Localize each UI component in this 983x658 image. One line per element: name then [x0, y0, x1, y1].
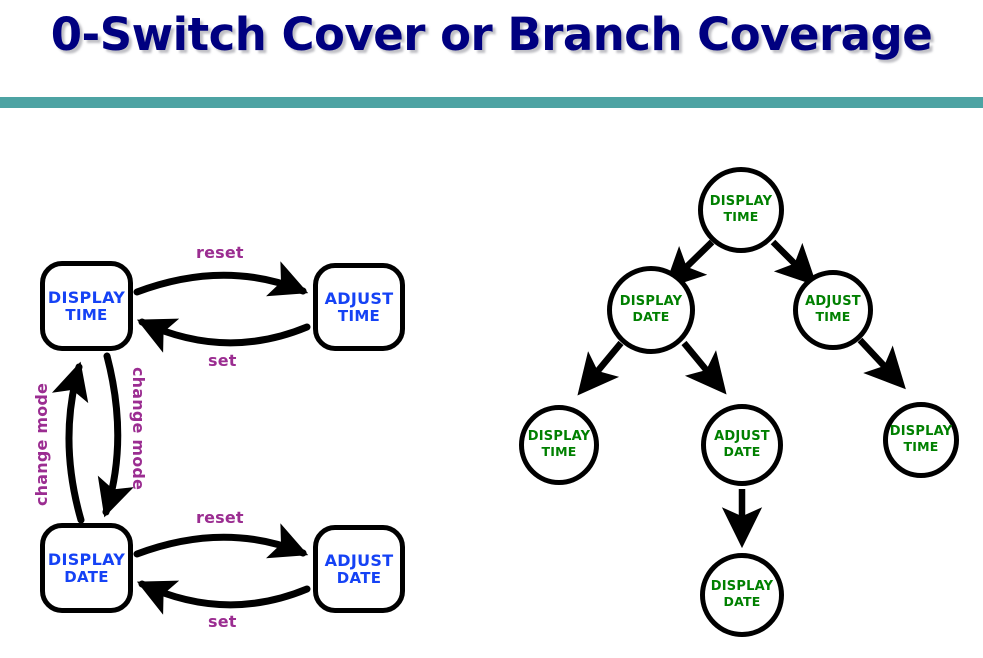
state-label-line2: DATE	[336, 568, 382, 587]
tree-node-leaf-display-time-1[interactable]: DISPLAY TIME	[519, 405, 599, 485]
edge-label-change-mode-right: change mode	[129, 367, 148, 491]
tree-edge-root-adjust-time	[770, 239, 818, 287]
edge-label-change-mode-left: change mode	[32, 382, 51, 506]
tree-node-label-line1: DISPLAY	[889, 424, 953, 440]
state-display-time[interactable]: DISPLAY TIME	[40, 261, 133, 351]
state-machine-edges	[51, 261, 311, 615]
state-display-date[interactable]: DISPLAY DATE	[40, 523, 133, 613]
tree-node-label-line2: TIME	[723, 209, 759, 225]
edge-reset-time	[133, 261, 309, 297]
title-divider	[0, 97, 983, 108]
edge-label-reset-date: reset	[196, 508, 244, 527]
state-label-line2: DATE	[64, 567, 109, 586]
tree-node-leaf-display-time-2[interactable]: DISPLAY TIME	[883, 402, 959, 478]
state-adjust-date[interactable]: ADJUST DATE	[313, 525, 405, 613]
edge-change-mode-up	[51, 361, 89, 524]
edge-label-set-date: set	[208, 612, 237, 631]
page-title: 0-Switch Cover or Branch Coverage	[50, 8, 933, 61]
edge-set-time	[136, 318, 311, 353]
tree-node-label-line2: TIME	[815, 309, 851, 325]
tree-node-display-date[interactable]: DISPLAY DATE	[607, 266, 695, 354]
state-label-line2: TIME	[65, 305, 108, 324]
edge-change-mode-down	[97, 352, 134, 518]
tree-node-leaf-display-date[interactable]: DISPLAY DATE	[700, 553, 784, 637]
edge-label-set-time: set	[208, 351, 237, 370]
tree-node-label-line1: ADJUST	[714, 429, 770, 445]
tree-edge-adjtime-leaf-time	[857, 337, 906, 390]
edge-reset-date	[133, 523, 309, 559]
tree-node-label-line1: DISPLAY	[709, 194, 773, 210]
state-label-line1: DISPLAY	[47, 549, 126, 569]
tree-node-label-line1: DISPLAY	[619, 294, 683, 310]
state-label-line1: ADJUST	[324, 550, 394, 570]
tree-node-label-line2: DATE	[723, 444, 761, 460]
state-adjust-time[interactable]: ADJUST TIME	[313, 263, 405, 351]
tree-node-label-line2: DATE	[632, 309, 670, 325]
tree-node-label-line2: TIME	[903, 439, 939, 455]
tree-node-adjust-date[interactable]: ADJUST DATE	[701, 404, 783, 486]
state-label-line1: ADJUST	[324, 288, 394, 308]
edge-set-date	[136, 580, 311, 615]
tree-node-root-display-time[interactable]: DISPLAY TIME	[698, 167, 784, 253]
tree-node-label-line1: DISPLAY	[527, 429, 591, 445]
tree-node-label-line2: DATE	[723, 594, 761, 610]
tree-edge-date-adjust-date	[681, 340, 727, 395]
state-label-line1: DISPLAY	[47, 287, 126, 307]
tree-edge-date-leaf-time	[577, 340, 624, 396]
tree-node-adjust-time[interactable]: ADJUST TIME	[793, 270, 873, 350]
state-label-line2: TIME	[337, 306, 381, 325]
tree-node-label-line2: TIME	[541, 444, 577, 460]
edge-label-reset-time: reset	[196, 243, 244, 262]
tree-node-label-line1: DISPLAY	[710, 579, 774, 595]
tree-node-label-line1: ADJUST	[805, 294, 861, 310]
